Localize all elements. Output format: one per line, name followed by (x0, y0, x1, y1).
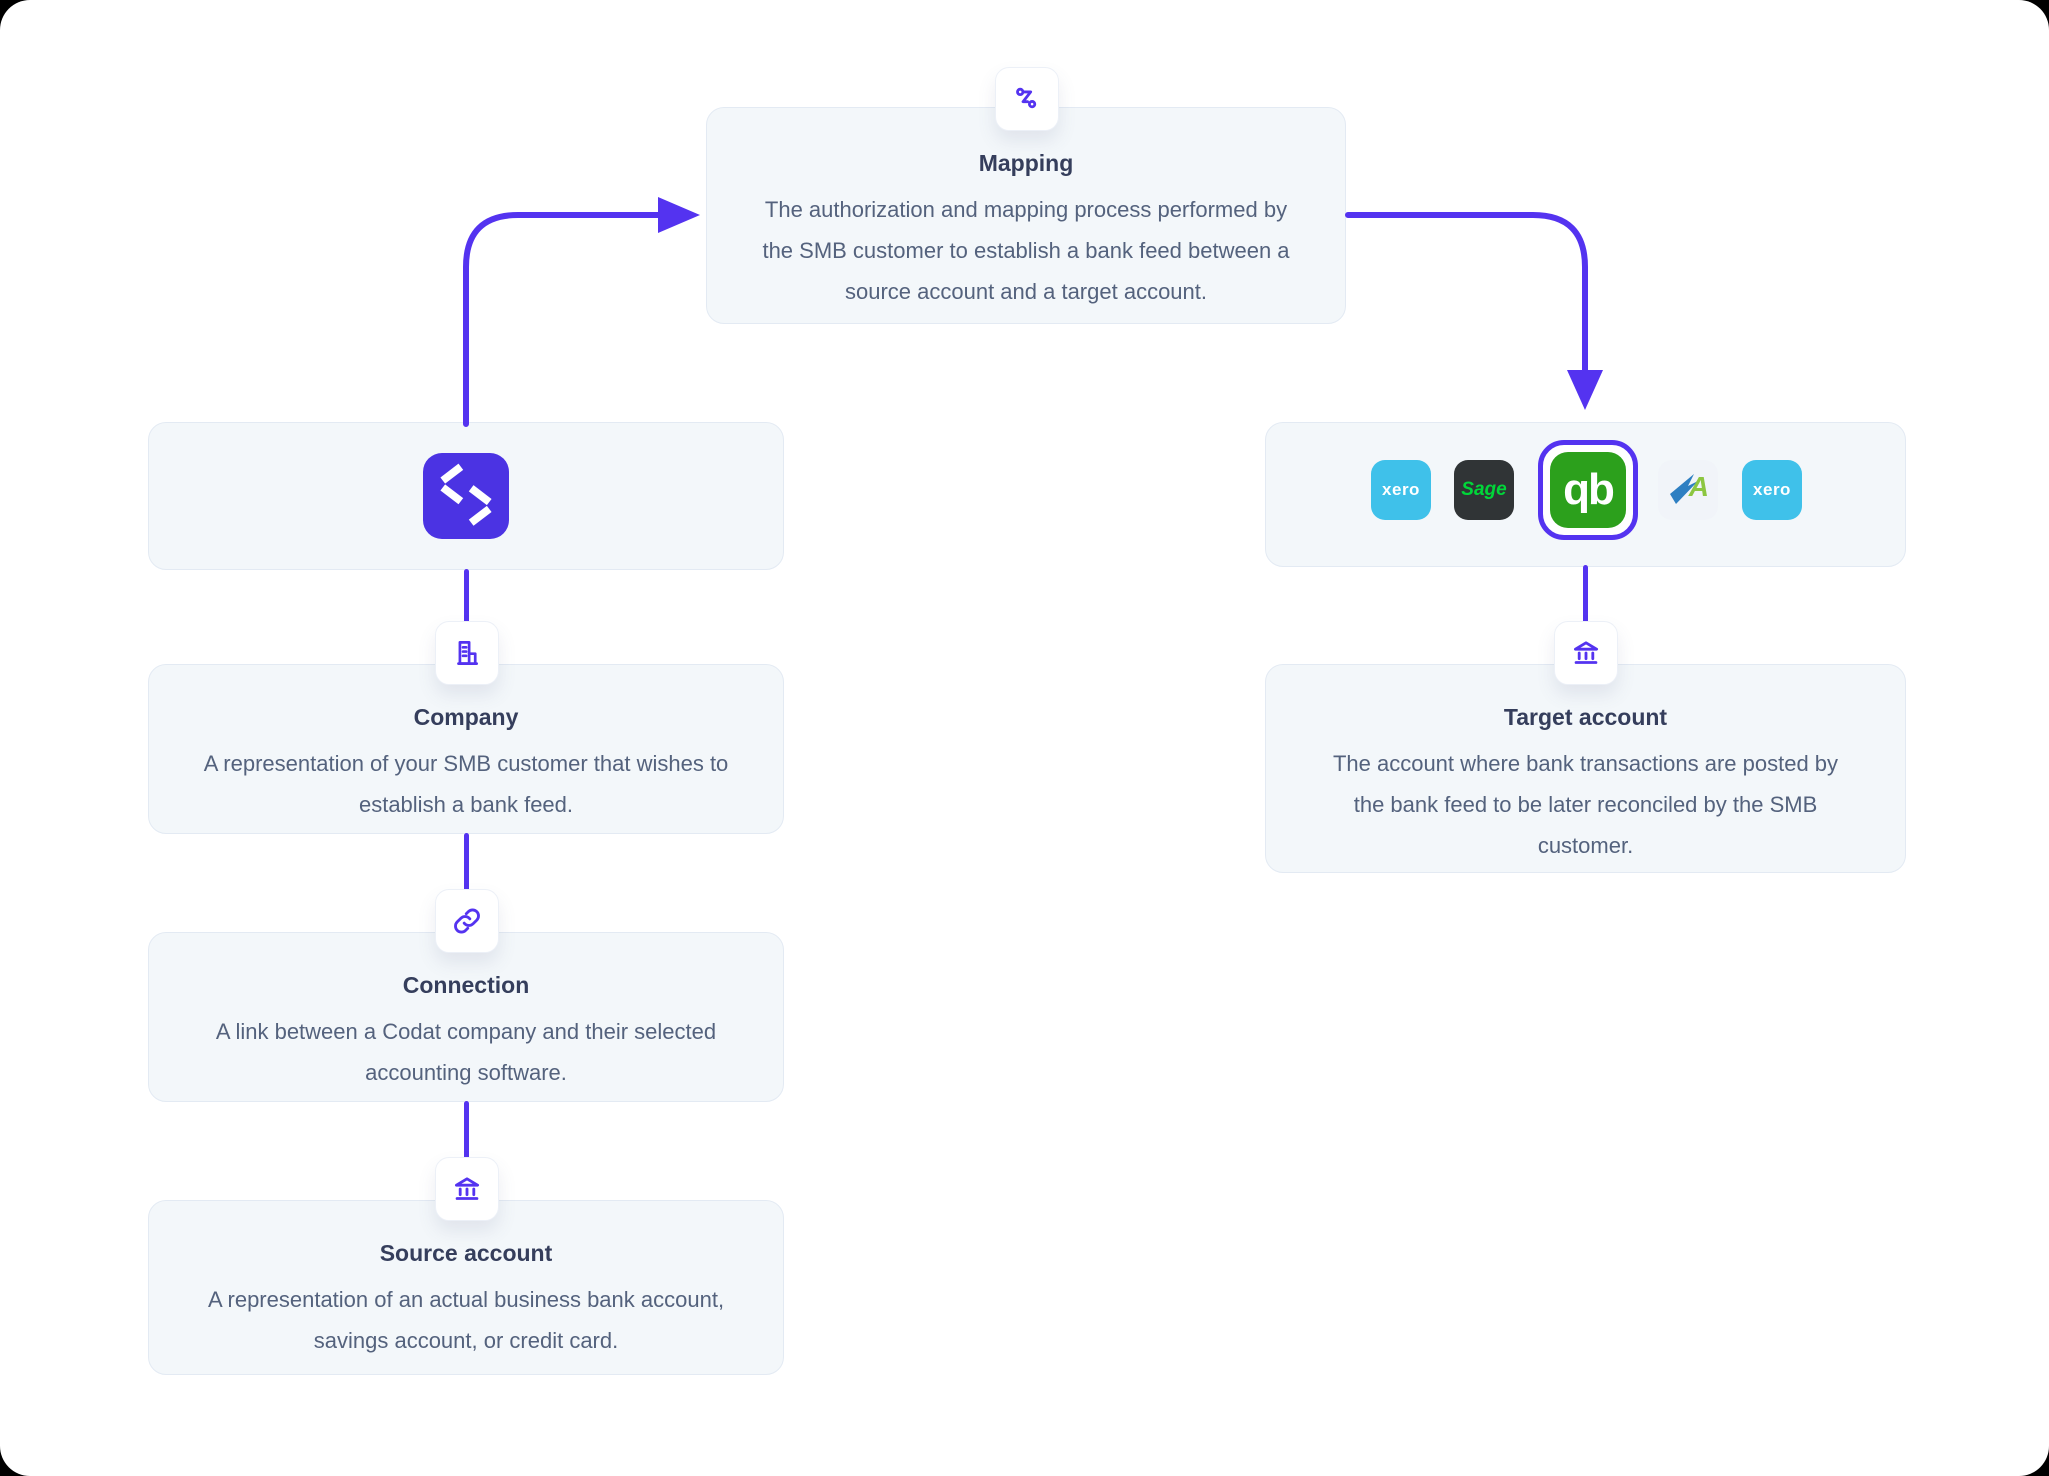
sage-wordmark: Sage (1461, 479, 1507, 500)
connector-line (464, 1101, 469, 1161)
target-account-description: The account where bank transactions are … (1332, 751, 1839, 858)
mapping-title: Mapping (978, 150, 1074, 176)
target-account-title: Target account (1503, 704, 1668, 730)
logo-quickbooks-selected[interactable]: qb (1538, 440, 1638, 540)
building-icon (457, 641, 478, 665)
connection-icon-card (435, 889, 499, 953)
target-account-icon-card (1554, 621, 1618, 685)
quickbooks-mark: qb (1550, 452, 1626, 528)
source-account-icon-card (435, 1157, 499, 1221)
logo-xero[interactable]: xero (1371, 460, 1431, 520)
company-description: A representation of your SMB customer th… (203, 751, 729, 817)
xero-wordmark: xero (1753, 480, 1791, 499)
company-icon-card (435, 621, 499, 685)
link-icon (454, 908, 480, 934)
source-account-panel: Source account A representation of an ac… (148, 1200, 784, 1375)
freeagent-letter: A (1688, 471, 1709, 502)
connection-panel: Connection A link between a Codat compan… (148, 932, 784, 1102)
bank-icon (1573, 641, 1599, 664)
codat-logo (423, 453, 509, 539)
source-account-description: A representation of an actual business b… (207, 1287, 725, 1353)
company-logo-panel (148, 422, 784, 570)
company-panel: Company A representation of your SMB cus… (148, 664, 784, 834)
connection-title: Connection (402, 972, 530, 998)
mapping-icon-card (995, 67, 1059, 131)
logo-xero[interactable]: xero (1742, 460, 1802, 520)
route-icon (1016, 87, 1037, 109)
freeagent-wing-icon (1670, 474, 1698, 504)
bank-icon (454, 1177, 480, 1200)
logo-freeagent[interactable]: A (1658, 460, 1718, 520)
connector-line (1583, 565, 1588, 625)
xero-wordmark: xero (1382, 480, 1420, 499)
source-account-title: Source account (379, 1240, 553, 1266)
target-account-panel: Target account The account where bank tr… (1265, 664, 1906, 873)
company-title: Company (413, 704, 519, 730)
connector-line (464, 569, 469, 625)
integrations-panel: xero Sage qb A xero (1265, 422, 1906, 567)
quickbooks-letters: qb (1563, 465, 1615, 514)
connection-description: A link between a Codat company and their… (215, 1019, 717, 1085)
mapping-description: The authorization and mapping process pe… (762, 197, 1290, 304)
connector-line (464, 833, 469, 893)
logo-sage[interactable]: Sage (1454, 460, 1514, 520)
mapping-panel: Mapping The authorization and mapping pr… (706, 107, 1346, 324)
